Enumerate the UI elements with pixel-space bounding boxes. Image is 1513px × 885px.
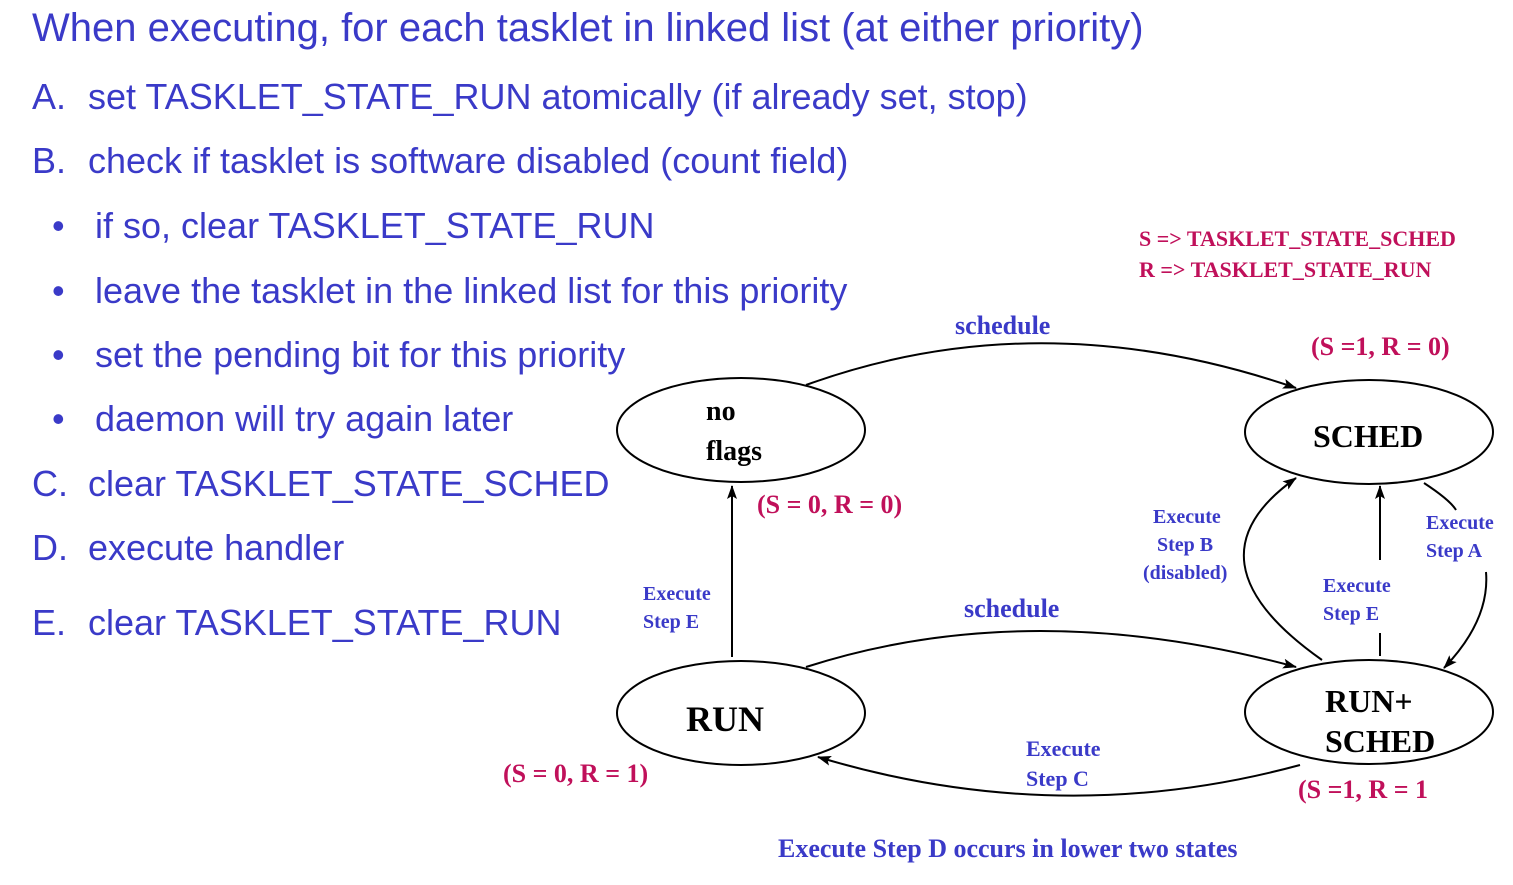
step-a: A. set TASKLET_STATE_RUN atomically (if a…: [32, 76, 1028, 118]
state-run-sched-line2: SCHED: [1325, 723, 1435, 759]
label-step-b-3: (disabled): [1143, 562, 1227, 584]
label-step-a-2: Step A: [1426, 540, 1483, 562]
step-c: C. clear TASKLET_STATE_SCHED: [32, 463, 610, 505]
state-no-flags: [616, 377, 866, 483]
step-key: D.: [32, 527, 68, 568]
step-text: clear TASKLET_STATE_SCHED: [88, 463, 610, 504]
bullet-icon: •: [52, 270, 65, 311]
bullet-text: if so, clear TASKLET_STATE_RUN: [95, 205, 655, 246]
bullet-item: • daemon will try again later: [52, 398, 513, 440]
state-run-sched: [1244, 659, 1494, 765]
edge-step-a: [1443, 571, 1488, 669]
step-d: D. execute handler: [32, 527, 344, 569]
label-schedule-bottom: schedule: [964, 594, 1059, 623]
label-step-c-1: Execute: [1026, 736, 1101, 761]
label-step-e-left-2: Step E: [643, 611, 699, 633]
state-sched: [1244, 379, 1494, 485]
bullet-item: • set the pending bit for this priority: [52, 334, 625, 376]
state-run-label: RUN: [686, 699, 764, 739]
step-key: C.: [32, 463, 68, 504]
bullet-text: leave the tasklet in the linked list for…: [95, 270, 848, 311]
bullet-icon: •: [52, 334, 65, 375]
edge-schedule-top: [805, 342, 1297, 389]
bullet-icon: •: [52, 398, 65, 439]
label-step-b-2: Step B: [1157, 534, 1213, 556]
state-no-flags-line2: flags: [706, 436, 762, 467]
edge-schedule-bottom: [805, 630, 1297, 669]
step-text: set TASKLET_STATE_RUN atomically (if alr…: [88, 76, 1028, 117]
step-text: check if tasklet is software disabled (c…: [88, 140, 849, 181]
state-run: [616, 660, 866, 766]
label-step-e-right-2: Step E: [1323, 603, 1379, 625]
label-schedule-top: schedule: [955, 311, 1050, 340]
label-step-b-1: Execute: [1153, 506, 1221, 528]
slide-title: When executing, for each tasklet in link…: [32, 6, 1144, 50]
state-sched-values: (S =1, R = 0): [1311, 332, 1450, 361]
footer-note: Execute Step D occurs in lower two state…: [778, 834, 1238, 863]
step-text: execute handler: [88, 527, 345, 568]
bullet-item: • leave the tasklet in the linked list fo…: [52, 270, 847, 312]
state-run-sched-line1: RUN+: [1325, 683, 1413, 719]
step-key: A.: [32, 76, 67, 117]
step-e: E. clear TASKLET_STATE_RUN: [32, 602, 561, 644]
state-run-values: (S = 0, R = 1): [503, 759, 648, 788]
step-key: B.: [32, 140, 67, 181]
state-no-flags-line1: no: [706, 396, 736, 427]
edge-step-a-head: [1423, 482, 1457, 511]
step-b: B. check if tasklet is software disabled …: [32, 140, 848, 182]
label-step-e-left-1: Execute: [643, 583, 711, 605]
label-step-c-2: Step C: [1026, 766, 1089, 791]
legend-r: R => TASKLET_STATE_RUN: [1139, 257, 1432, 282]
edge-step-b: [1242, 477, 1323, 661]
bullet-text: set the pending bit for this priority: [95, 334, 626, 375]
step-list: A. set TASKLET_STATE_RUN atomically (if a…: [0, 0, 1028, 680]
bullet-item: • if so, clear TASKLET_STATE_RUN: [52, 205, 655, 247]
edge-step-c: [817, 755, 1301, 797]
legend-s: S => TASKLET_STATE_SCHED: [1139, 226, 1456, 251]
bullet-text: daemon will try again later: [95, 398, 514, 439]
label-step-a-1: Execute: [1426, 512, 1494, 534]
state-run-sched-values: (S =1, R = 1: [1298, 775, 1428, 804]
label-step-e-right-1: Execute: [1323, 575, 1391, 597]
state-no-flags-values: (S = 0, R = 0): [757, 490, 902, 519]
bullet-icon: •: [52, 205, 65, 246]
step-key: E.: [32, 602, 67, 643]
step-text: clear TASKLET_STATE_RUN: [88, 602, 562, 643]
state-sched-label: SCHED: [1313, 418, 1423, 454]
